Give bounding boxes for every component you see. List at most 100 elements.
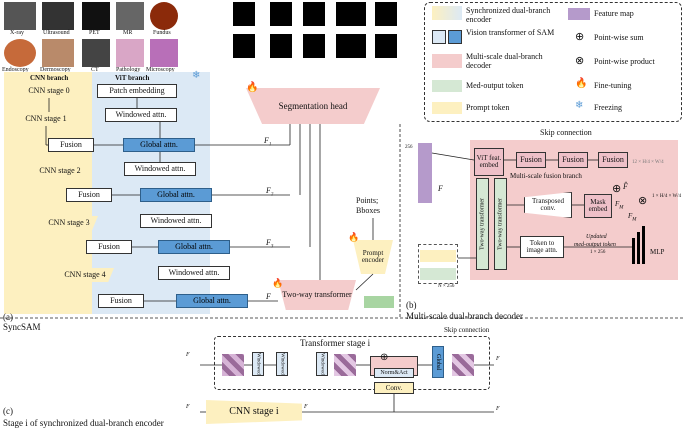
xray-thumb xyxy=(4,2,36,30)
segmentation-head: Segmentation head xyxy=(246,88,380,124)
modality-label: Dermoscopy xyxy=(40,67,71,73)
legend-pointwise-sum: Point-wise sum xyxy=(594,33,644,42)
sync-encoder-swatch xyxy=(432,6,462,20)
legend-feature-map: Feature map xyxy=(594,9,634,18)
vit-feat-label: ViT feat. embed xyxy=(476,154,502,169)
legend-fine-tuning: Fine-tuning xyxy=(594,81,632,90)
fusion-label: Fusion xyxy=(602,155,624,164)
FM-label: FM xyxy=(615,200,624,211)
mask-thumb xyxy=(336,2,366,26)
skip-connection-c: Skip connection xyxy=(444,326,490,334)
global-attn-2: Global attn. xyxy=(140,188,212,202)
two-way-transformer: Two-way transformer xyxy=(278,280,356,310)
modality-label: MR xyxy=(123,30,133,36)
legend-ms-decoder: Multi-scale dual-branch decoder xyxy=(466,52,543,70)
F-hat-label: F̂ xyxy=(623,182,628,191)
fire-icon: 🔥 xyxy=(575,78,588,89)
cnn-branch-label: CNN branch xyxy=(30,74,69,82)
windowed-attn-3: Windowed attn. xyxy=(140,214,212,228)
fusion-b1: Fusion xyxy=(516,152,546,168)
f-label: F xyxy=(266,292,271,301)
global-attn-3: Global attn. xyxy=(158,240,230,254)
token-to-image-label: Token to image attn. xyxy=(526,239,558,254)
modality-label: Microscopy xyxy=(146,67,175,73)
mask-thumb xyxy=(233,2,255,26)
fire-icon: 🔥 xyxy=(348,232,360,242)
global-block: Global xyxy=(432,346,444,378)
cnn-stage-1: CNN stage 1 xyxy=(14,112,78,126)
two-way-label: Two-way transformer xyxy=(479,197,486,251)
global-attn-label: Global attn. xyxy=(193,296,231,305)
panel-c-label: (c) xyxy=(3,406,13,416)
prompt-encoder-label: Prompt encoder xyxy=(361,249,385,264)
vit-sam-swatch xyxy=(432,30,446,44)
transformer-stage-box xyxy=(214,336,490,390)
f1-label: F1 xyxy=(264,136,272,148)
mask-embed-label: Mask embed xyxy=(588,198,608,213)
cnn-stage-0: CNN stage 0 xyxy=(10,84,88,98)
panel-a-label: (a) xyxy=(3,312,13,322)
fusion-1: Fusion xyxy=(48,138,94,152)
fusion-b2: Fusion xyxy=(558,152,588,168)
panel-a-name: SyncSAM xyxy=(3,322,41,332)
f-output-out: F xyxy=(496,356,500,362)
windowed-attn-4: Windowed attn. xyxy=(158,266,230,280)
fusion-label: Fusion xyxy=(110,296,132,305)
plus-circle-icon: ⊕ xyxy=(380,352,389,363)
mask-embed: Mask embed xyxy=(584,194,612,218)
fusion-label: Fusion xyxy=(78,190,100,199)
dim-label: 12 × H/4 × W/4 xyxy=(632,160,664,165)
vit-branch-label: ViT branch xyxy=(115,74,150,82)
cnn-stage-3: CNN stage 3 xyxy=(40,216,98,230)
token-to-image-attn: Token to image attn. xyxy=(520,236,564,258)
windowed-label: Windowed xyxy=(255,353,261,375)
fusion-2: Fusion xyxy=(66,188,112,202)
legend-med-output: Med-output token xyxy=(466,81,524,90)
global-attn-1: Global attn. xyxy=(123,138,195,152)
dermoscopy-thumb xyxy=(42,39,74,67)
mlp-bar xyxy=(637,232,640,264)
prompt-encoder: Prompt encoder xyxy=(353,240,393,274)
mask-thumb xyxy=(303,34,325,58)
mlp-bar xyxy=(642,226,645,264)
windowed-attn-label: Windowed attn. xyxy=(150,216,202,225)
mask-thumb xyxy=(375,34,397,58)
med-output-token xyxy=(364,296,394,308)
pet-thumb xyxy=(82,2,110,30)
freezing-icon: ❄ xyxy=(192,70,201,81)
updated-label: Updated xyxy=(586,234,607,240)
cnn-stage-i-label: CNN stage i xyxy=(229,406,279,417)
input-feature-map xyxy=(222,354,244,376)
f-output-in: F xyxy=(186,352,190,358)
fusion-label: Fusion xyxy=(562,155,584,164)
windowed-block: Windowed xyxy=(316,352,328,376)
plus-circle-icon: ⊕ xyxy=(612,183,622,195)
prompt-token-swatch xyxy=(432,102,462,114)
times-circle-icon: ⊗ xyxy=(638,195,648,207)
freezing-icon: ❄ xyxy=(575,100,584,111)
cnn-stage-0-label: CNN stage 0 xyxy=(28,86,70,95)
plus-circle-icon: ⊕ xyxy=(575,31,585,43)
two-way-label: Two-way transformer xyxy=(497,197,504,251)
fusion-4: Fusion xyxy=(98,294,144,308)
patch-embedding-label: Patch embedding xyxy=(109,86,165,95)
windowed-attn-label: Windowed attn. xyxy=(168,268,220,277)
ct-thumb xyxy=(82,39,110,67)
windowed-attn-label: Windowed attn. xyxy=(115,110,167,119)
mask-thumb xyxy=(270,34,292,58)
cnn-stage-2: CNN stage 2 xyxy=(30,164,90,178)
points-label: Points; xyxy=(356,196,379,205)
fire-icon: 🔥 xyxy=(246,82,259,93)
modality-label: CT xyxy=(91,67,99,73)
skip-connection-label: Skip connection xyxy=(540,128,592,137)
f-cnn-out: F xyxy=(496,406,500,412)
legend xyxy=(424,2,682,122)
mask-thumb xyxy=(233,34,255,58)
fusion-label: Fusion xyxy=(520,155,542,164)
microscopy-thumb xyxy=(150,39,178,67)
windowed-feature-map xyxy=(334,354,356,376)
cnn-stage-3-label: CNN stage 3 xyxy=(48,218,90,227)
f-cnn-mid: F xyxy=(304,404,308,410)
global-attn-label: Global attn. xyxy=(175,242,213,251)
fire-icon: 🔥 xyxy=(272,278,284,288)
